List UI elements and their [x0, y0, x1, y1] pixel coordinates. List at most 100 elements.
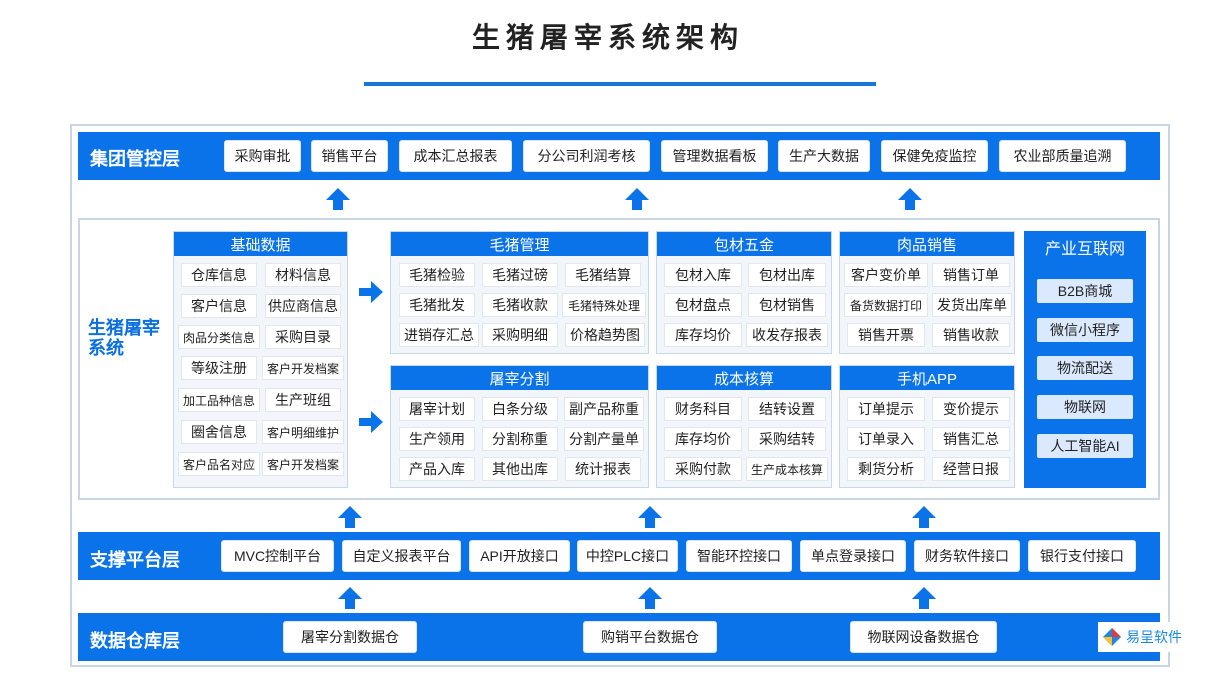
industry-internet-panel: 产业互联网 B2B商城 微信小程序 物流配送 物联网 人工智能AI	[1024, 231, 1146, 488]
basic-data-panel: 基础数据 仓库信息 材料信息 客户信息 供应商信息 肉品分类信息 采购目录 等级…	[173, 231, 348, 488]
group-item-purchase-approval: 采购审批	[224, 140, 301, 172]
meat-sales-item: 发货出库单	[932, 293, 1012, 317]
warehouse-layer-label: 数据仓库层	[90, 631, 180, 651]
meat-sales-item: 销售开票	[847, 323, 925, 347]
mobile-item: 经营日报	[932, 457, 1010, 481]
group-item-branch-profit: 分公司利润考核	[523, 140, 650, 172]
up-arrow-icon	[638, 506, 662, 528]
packaging-panel: 包材五金 包材入库 包材出库 包材盘点 包材销售 库存均价 收发存报表	[656, 231, 832, 354]
hog-item: 毛猪过磅	[482, 263, 558, 287]
up-arrow-icon	[338, 506, 362, 528]
architecture-frame	[70, 124, 1170, 667]
slaughter-item: 产品入库	[399, 457, 475, 481]
basic-item: 加工品种信息	[178, 388, 260, 412]
brand-logo: 易呈软件	[1098, 622, 1182, 652]
warehouse-item-slaughter: 屠宰分割数据仓	[283, 621, 417, 653]
slaughter-panel: 屠宰分割 屠宰计划 白条分级 副产品称重 生产领用 分割称重 分割产量单 产品入…	[390, 365, 649, 488]
up-arrow-icon	[912, 506, 936, 528]
meat-sales-item: 备货数据打印	[844, 293, 928, 317]
group-item-data-dashboard: 管理数据看板	[661, 140, 768, 172]
cost-item: 采购结转	[748, 427, 826, 451]
group-layer-label: 集团管控层	[90, 149, 180, 169]
basic-item: 客户明细维护	[262, 420, 344, 444]
packaging-item: 包材销售	[748, 293, 826, 317]
slaughter-item: 生产领用	[399, 427, 475, 451]
basic-item: 等级注册	[181, 356, 257, 380]
packaging-item: 库存均价	[664, 323, 742, 347]
basic-item: 供应商信息	[265, 294, 341, 318]
group-layer-band: 集团管控层 采购审批 销售平台 成本汇总报表 分公司利润考核 管理数据看板 生产…	[78, 132, 1160, 180]
industry-internet-title: 产业互联网	[1044, 241, 1125, 258]
up-arrow-icon	[625, 188, 649, 210]
packaging-item: 收发存报表	[746, 323, 828, 347]
support-item-mvc: MVC控制平台	[221, 540, 334, 572]
up-arrow-icon	[638, 587, 662, 609]
slaughter-item: 分割称重	[482, 427, 558, 451]
basic-item: 客户信息	[181, 294, 257, 318]
industry-item: 物联网	[1037, 395, 1133, 419]
slaughter-title: 屠宰分割	[391, 366, 648, 390]
basic-item: 客户品名对应	[178, 452, 260, 476]
support-item-api: API开放接口	[469, 540, 570, 572]
hog-item: 价格趋势图	[565, 323, 645, 347]
slaughter-item: 屠宰计划	[399, 397, 475, 421]
support-layer-band: 支撑平台层 MVC控制平台 自定义报表平台 API开放接口 中控PLC接口 智能…	[78, 532, 1160, 580]
industry-item: 微信小程序	[1037, 318, 1133, 342]
industry-item: B2B商城	[1037, 279, 1133, 303]
warehouse-item-iot: 物联网设备数据仓	[850, 621, 997, 653]
hog-item: 毛猪特殊处理	[562, 293, 646, 317]
hog-item: 毛猪结算	[565, 263, 641, 287]
support-item-custom-report: 自定义报表平台	[342, 540, 461, 572]
cost-item: 库存均价	[664, 427, 742, 451]
support-item-sso: 单点登录接口	[800, 540, 906, 572]
basic-item: 材料信息	[265, 263, 341, 287]
support-layer-label: 支撑平台层	[90, 550, 180, 570]
basic-item: 肉品分类信息	[178, 325, 260, 349]
group-item-immunity-monitor: 保健免疫监控	[881, 140, 988, 172]
basic-data-title: 基础数据	[174, 232, 347, 256]
slaughter-item: 分割产量单	[564, 427, 644, 451]
hog-item: 采购明细	[482, 323, 558, 347]
hog-item: 毛猪批发	[399, 293, 475, 317]
system-label-line2: 系统	[88, 338, 124, 358]
support-item-plc: 中控PLC接口	[577, 540, 678, 572]
basic-item: 客户开发档案	[262, 356, 344, 380]
basic-item: 客户开发档案	[262, 452, 344, 476]
support-item-bank-pay: 银行支付接口	[1028, 540, 1136, 572]
warehouse-layer-band: 数据仓库层 屠宰分割数据仓 购销平台数据仓 物联网设备数据仓	[78, 613, 1160, 661]
support-item-env-control: 智能环控接口	[686, 540, 792, 572]
support-item-finance: 财务软件接口	[914, 540, 1020, 572]
meat-sales-item: 销售收款	[932, 323, 1010, 347]
cost-item: 生产成本核算	[746, 457, 828, 481]
hog-item: 毛猪检验	[399, 263, 475, 287]
cost-item: 结转设置	[748, 397, 826, 421]
basic-item: 生产班组	[265, 388, 341, 412]
slaughter-item: 其他出库	[482, 457, 558, 481]
group-item-production-bigdata: 生产大数据	[778, 140, 870, 172]
system-label-line1: 生猪屠宰	[88, 318, 160, 338]
basic-item: 仓库信息	[181, 263, 257, 287]
slaughter-item: 统计报表	[565, 457, 641, 481]
slaughter-item: 副产品称重	[564, 397, 644, 421]
title-underline	[364, 82, 876, 86]
up-arrow-icon	[898, 188, 922, 210]
right-arrow-icon	[359, 281, 383, 303]
meat-sales-title: 肉品销售	[840, 232, 1014, 256]
basic-item: 采购目录	[265, 325, 341, 349]
mobile-item: 变价提示	[932, 397, 1010, 421]
cost-panel: 成本核算 财务科目 结转设置 库存均价 采购结转 采购付款 生产成本核算	[656, 365, 832, 488]
meat-sales-item: 客户变价单	[844, 263, 928, 287]
mobile-item: 订单录入	[847, 427, 925, 451]
system-label: 生猪屠宰 系统	[88, 318, 160, 358]
packaging-title: 包材五金	[657, 232, 831, 256]
group-item-cost-summary: 成本汇总报表	[399, 140, 512, 172]
group-item-quality-trace: 农业部质量追溯	[999, 140, 1126, 172]
industry-item: 物流配送	[1037, 356, 1133, 380]
logo-icon	[1103, 628, 1121, 646]
meat-sales-panel: 肉品销售 客户变价单 销售订单 备货数据打印 发货出库单 销售开票 销售收款	[839, 231, 1015, 354]
group-item-sales-platform: 销售平台	[311, 140, 388, 172]
mobile-item: 订单提示	[847, 397, 925, 421]
basic-item: 圈舍信息	[181, 420, 257, 444]
packaging-item: 包材盘点	[664, 293, 742, 317]
page-title: 生猪屠宰系统架构	[471, 22, 744, 53]
